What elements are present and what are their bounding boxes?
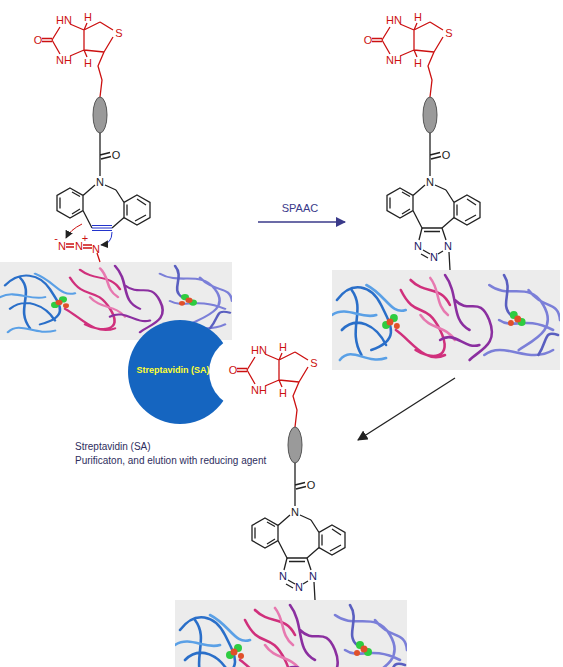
atom-label: N (430, 252, 438, 263)
atom-label: H (84, 12, 92, 23)
azide-bonds (66, 244, 100, 262)
dbco-ring (57, 185, 150, 228)
dbco-ring (387, 185, 480, 228)
electron-arrow (101, 232, 112, 245)
caption-text: Streptavidin (SA) (75, 442, 151, 452)
reaction-label: SPAAC (282, 203, 318, 214)
streptavidin-body (128, 320, 232, 424)
atom-label: H (279, 342, 287, 353)
protein-illustration (175, 600, 407, 667)
atom-label: S (310, 358, 317, 369)
atom-label: NH (56, 55, 72, 66)
atom-label: S (115, 28, 122, 39)
streptavidin-circle: Streptavidin (SA) (128, 320, 232, 424)
atom-label: H (414, 58, 422, 69)
protein-illustration (332, 270, 560, 370)
node-text: Streptavidin (SA) (130, 366, 216, 375)
electron-arrow (66, 224, 82, 238)
atom-label: NH (251, 385, 267, 396)
atom-label: O (307, 480, 316, 491)
atom-label: NH (386, 55, 402, 66)
atom-label: N (92, 244, 100, 255)
reaction-arrow (358, 378, 455, 440)
atom-label: H (84, 58, 92, 69)
atom-label: HN (56, 15, 72, 26)
caption-text: Purificaton, and elution with reducing a… (75, 456, 266, 466)
biotin-linker (237, 352, 308, 506)
atom-label: N (309, 571, 317, 582)
atom-label: N (444, 241, 452, 252)
atom-label: O (112, 150, 121, 161)
alkyne-bond (92, 226, 112, 231)
atom-label: N (96, 177, 104, 188)
atom-label: S (445, 28, 452, 39)
charge-label: + (82, 233, 88, 244)
atom-label: N (295, 582, 303, 593)
atom-label: O (442, 150, 451, 161)
dbco-ring (252, 515, 345, 558)
atom-label: O (229, 365, 238, 376)
atom-label: H (414, 12, 422, 23)
biotin-linker (42, 22, 113, 176)
atom-label: N (291, 507, 299, 518)
atom-label: O (364, 35, 373, 46)
reaction-arrow (258, 221, 345, 222)
atom-label: N (414, 241, 422, 252)
atom-label: O (34, 35, 43, 46)
atom-label: N (426, 177, 434, 188)
atom-label: N (58, 241, 66, 252)
atom-label: N (279, 571, 287, 582)
atom-label: H (279, 388, 287, 399)
biotin-linker (372, 22, 443, 176)
atom-label: HN (386, 15, 402, 26)
atom-label: HN (251, 345, 267, 356)
charge-label: - (54, 233, 58, 244)
